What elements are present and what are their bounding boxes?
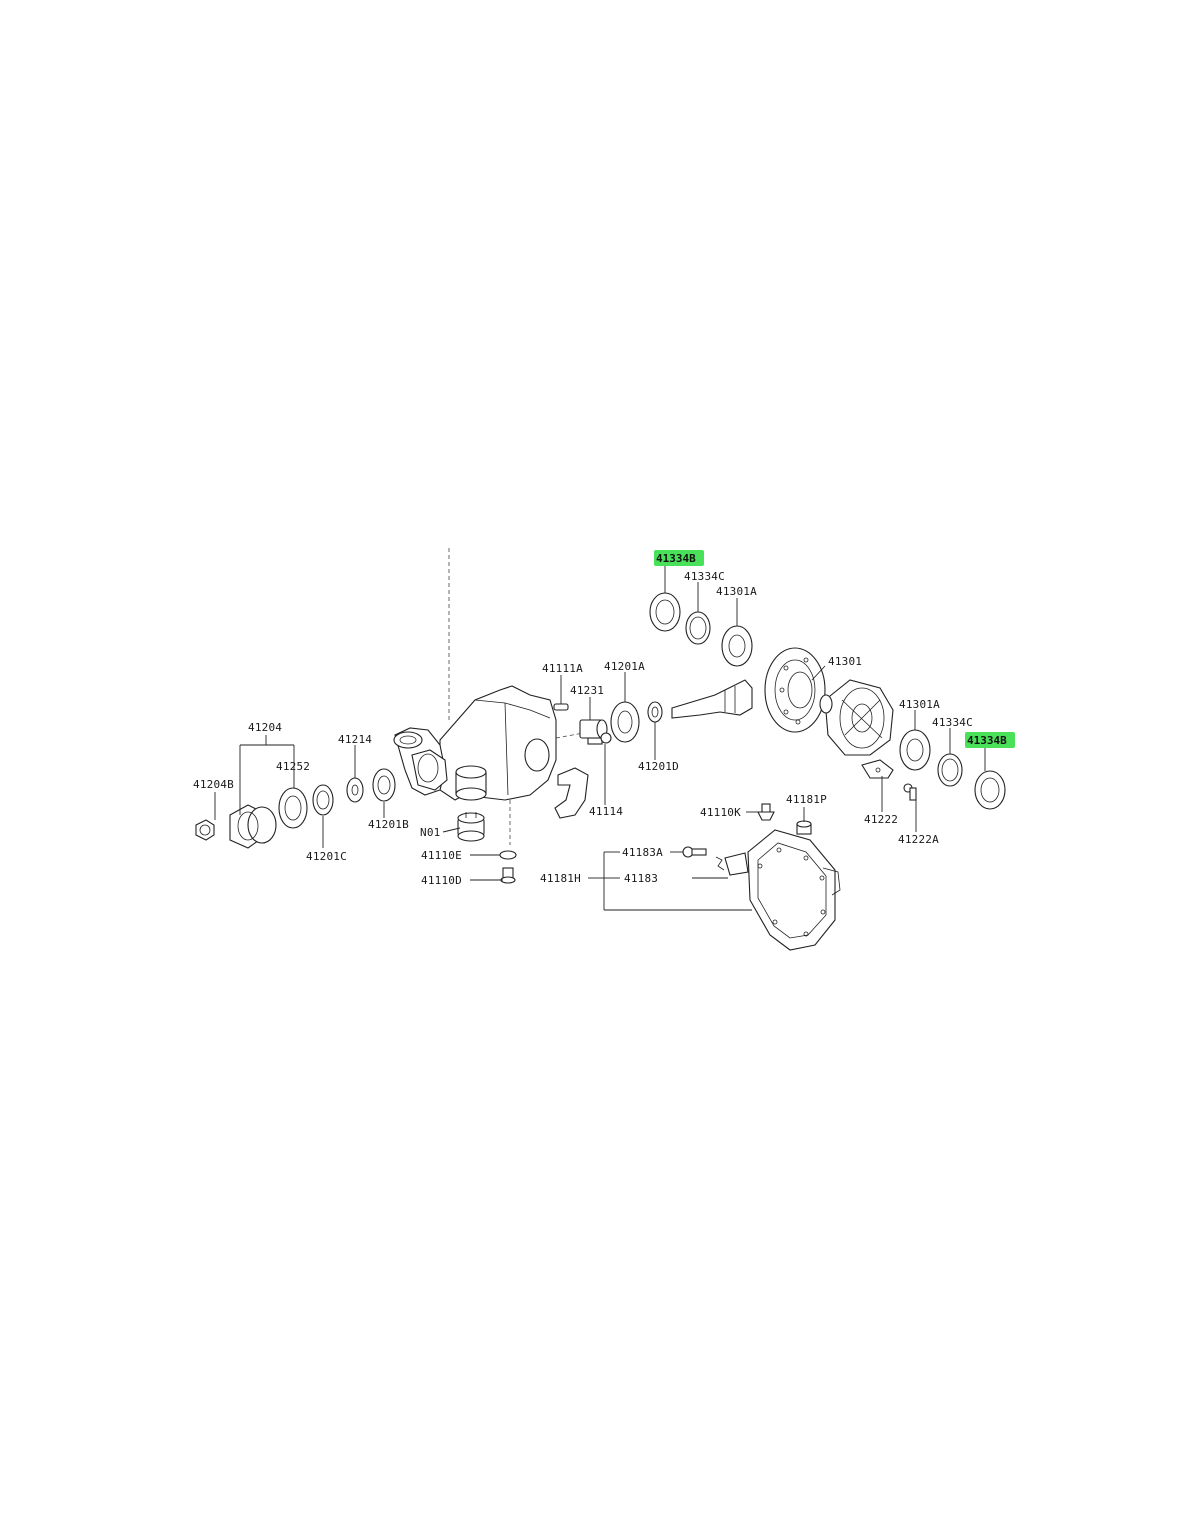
leader-lines <box>214 566 986 911</box>
label-41183a[interactable]: 41183A <box>622 846 663 859</box>
nut-41204b[interactable] <box>195 819 215 841</box>
label-41181h[interactable]: 41181H <box>540 872 581 885</box>
label-n01[interactable]: N01 <box>420 826 440 839</box>
bearing-41201b[interactable] <box>372 768 396 802</box>
companion-flange-41204[interactable] <box>229 804 277 849</box>
adjusting-nut-41334b-right[interactable] <box>974 770 1006 810</box>
drive-pinion[interactable] <box>671 679 753 719</box>
bearing-41301a-top[interactable] <box>721 625 753 667</box>
label-41252[interactable]: 41252 <box>276 760 310 773</box>
ring-gear-41301[interactable] <box>764 647 826 733</box>
differential-case[interactable] <box>819 679 894 756</box>
pinion-seat-cylinder[interactable] <box>455 765 487 801</box>
label-41201c[interactable]: 41201C <box>306 850 347 863</box>
label-41334b-right[interactable]: 41334B <box>967 734 1007 747</box>
label-41110e[interactable]: 41110E <box>421 849 462 862</box>
label-41334c-top[interactable]: 41334C <box>684 570 725 583</box>
label-41334b-top[interactable]: 41334B <box>656 552 696 565</box>
bolt-41222a[interactable] <box>903 783 917 801</box>
shim-41334c-top[interactable] <box>685 611 711 645</box>
bearing-41301a-right[interactable] <box>899 729 931 771</box>
bolt-41181p[interactable] <box>796 820 812 835</box>
washer-41214[interactable] <box>346 777 364 803</box>
label-41111a[interactable]: 41111A <box>542 662 583 675</box>
bolt-41114[interactable] <box>587 732 612 745</box>
bolt-41183a[interactable] <box>682 846 707 858</box>
label-41201b[interactable]: 41201B <box>368 818 409 831</box>
gasket-tab <box>724 852 749 876</box>
label-41301[interactable]: 41301 <box>828 655 862 668</box>
label-41110k[interactable]: 41110K <box>700 806 741 819</box>
label-41204[interactable]: 41204 <box>248 721 282 734</box>
pin-41111a[interactable] <box>553 703 569 711</box>
breather-41110k[interactable] <box>757 803 775 821</box>
label-41183[interactable]: 41183 <box>624 872 658 885</box>
shim-41201d[interactable] <box>647 701 663 723</box>
adjusting-nut-41334b-top[interactable] <box>649 592 681 632</box>
label-41334c-right[interactable]: 41334C <box>932 716 973 729</box>
label-41114[interactable]: 41114 <box>589 805 623 818</box>
shim-41334c-right[interactable] <box>937 753 963 787</box>
label-41231[interactable]: 41231 <box>570 684 604 697</box>
highlight-41334b-top <box>654 550 704 566</box>
label-41222a[interactable]: 41222A <box>898 833 939 846</box>
label-41201d[interactable]: 41201D <box>638 760 679 773</box>
rear-cover-41183[interactable] <box>747 829 841 951</box>
label-41222[interactable]: 41222 <box>864 813 898 826</box>
label-41214[interactable]: 41214 <box>338 733 372 746</box>
label-41181p[interactable]: 41181P <box>786 793 827 806</box>
washer-41110e[interactable] <box>499 850 517 860</box>
spacer-41201c[interactable] <box>312 784 334 816</box>
seal-41252[interactable] <box>278 787 308 829</box>
label-41301a-right[interactable]: 41301A <box>899 698 940 711</box>
label-41204b[interactable]: 41204B <box>193 778 234 791</box>
lock-plate-41222[interactable] <box>861 759 894 779</box>
label-41301a-top[interactable]: 41301A <box>716 585 757 598</box>
label-41201a[interactable]: 41201A <box>604 660 645 673</box>
bearing-41201a[interactable] <box>610 701 640 743</box>
label-41110d[interactable]: 41110D <box>421 874 462 887</box>
gasket-bit <box>715 856 725 871</box>
highlight-41334b-right <box>965 732 1015 748</box>
plug-41110d[interactable] <box>500 867 516 884</box>
bearing-cap[interactable] <box>554 767 589 819</box>
n01-plug[interactable] <box>457 812 485 842</box>
